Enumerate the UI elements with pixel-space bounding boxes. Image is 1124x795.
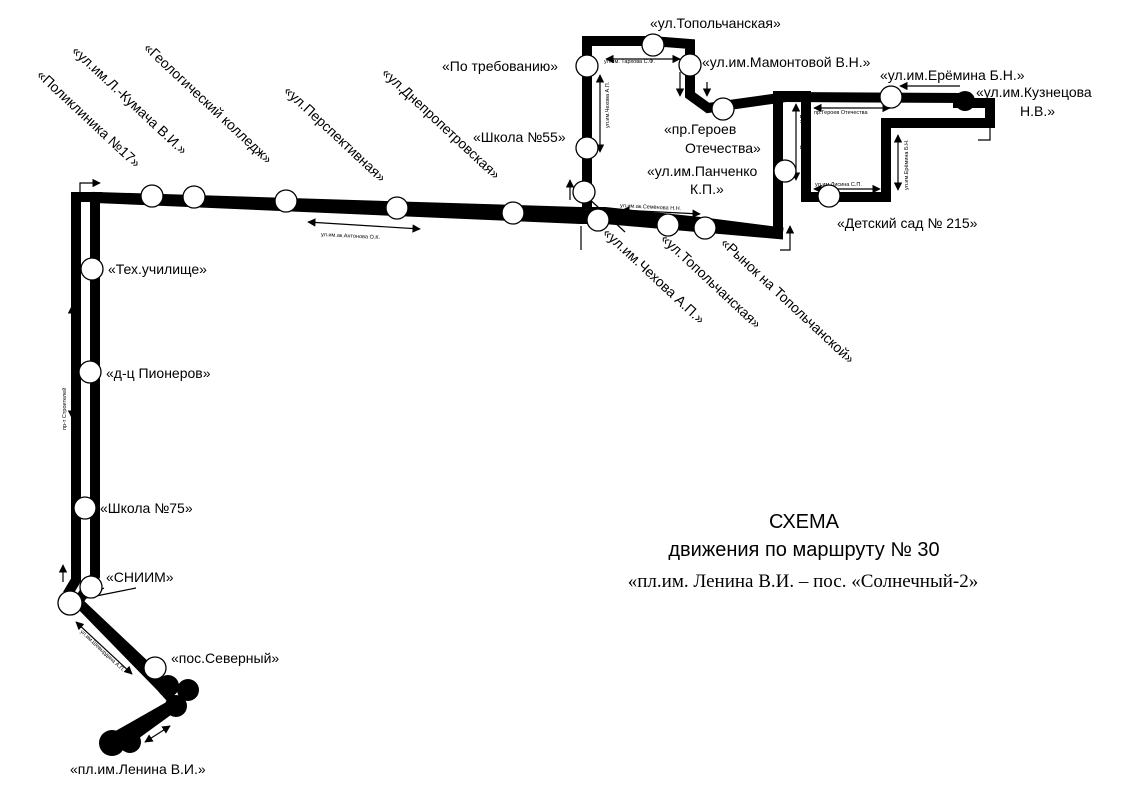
stop-label-geolog: «Геологический колледж» xyxy=(141,39,276,166)
stop-marker xyxy=(274,189,298,213)
stop-labels: «Поликлиника №17» «ул.им.Л.-Кумача В.И.»… xyxy=(34,15,1092,777)
stop-marker xyxy=(678,53,702,77)
street-chehova: ул.им.Чехова А.П. xyxy=(605,81,611,128)
stop-marker xyxy=(79,575,103,599)
stop-label-panch-1: «ул.им.Панченко xyxy=(647,163,758,179)
stop-marker xyxy=(385,196,409,220)
stop-label-topol-top: «ул.Топольчанская» xyxy=(650,15,781,31)
stop-label-severny: «пос.Северный» xyxy=(171,650,279,666)
stop-label-dnepr: «ул.Днепропетровская» xyxy=(379,64,504,182)
terminal-loop xyxy=(99,91,975,756)
stop-marker xyxy=(182,185,206,209)
street-geroev: пр.Героев Отечества xyxy=(814,110,869,116)
stop-marker xyxy=(693,216,717,240)
street-stroitelei: пр-т Строителей xyxy=(61,388,68,430)
terminal-end-dot xyxy=(955,91,975,111)
direction-arrows xyxy=(58,54,995,743)
stop-marker xyxy=(773,159,797,183)
stop-marker xyxy=(73,496,97,520)
stop-label-geroev-2: Отечества» xyxy=(685,140,761,156)
stop-label-shkola55: «Школа №55» xyxy=(473,129,566,145)
stop-label-po-treb: «По требованию» xyxy=(442,58,558,74)
street-panchenko: ул.им.Панченко К.П. xyxy=(800,113,806,165)
stop-label-panch-2: К.П.» xyxy=(690,181,724,197)
stop-label-kuznec-1: «ул.им.Кузнецова xyxy=(976,84,1092,100)
stop-marker xyxy=(143,656,167,680)
stop-marker xyxy=(586,208,610,232)
stop-label-tech: «Тех.училище» xyxy=(108,261,207,277)
stop-label-eremina: «ул.им.Ерёмина Б.Н.» xyxy=(880,67,1025,83)
street-lisina: ул.им.Лисина С.П. xyxy=(815,182,862,188)
stop-marker xyxy=(817,184,841,208)
stop-label-detsad: «Детский сад № 215» xyxy=(837,215,978,231)
stop-label-shkola75: «Школа №75» xyxy=(100,500,193,516)
street-antonova: ул.им.ак.Антонова О.К. xyxy=(321,232,381,241)
stop-marker xyxy=(78,360,102,384)
stop-label-lenina: «пл.им.Ленина В.И.» xyxy=(70,761,206,777)
stop-marker xyxy=(501,201,525,225)
stop-marker xyxy=(641,33,665,57)
title-line-2: движения по маршруту № 30 xyxy=(668,539,939,561)
stop-marker xyxy=(711,97,735,121)
stop-marker xyxy=(57,590,83,616)
stop-marker xyxy=(575,54,599,78)
stop-marker xyxy=(80,257,104,281)
stop-marker xyxy=(140,184,164,208)
stop-marker xyxy=(656,213,680,237)
stop-label-poliklinika: «Поликлиника №17» xyxy=(34,66,144,170)
stop-label-kuznec-2: Н.В.» xyxy=(1020,103,1055,119)
stop-label-geroev-1: «пр.Героев xyxy=(664,121,736,137)
stop-marker xyxy=(879,85,903,109)
stop-label-mamontova: «ул.им.Мамонтовой В.Н.» xyxy=(702,54,871,70)
street-tarhova: ул.им. Тархова С.Ф. xyxy=(604,59,655,65)
stop-marker xyxy=(575,136,599,160)
street-semenova: ул.им.ак.Семёнова Н.Н. xyxy=(620,203,682,212)
street-eremina: ул.им.Ерёмина Б.Н. xyxy=(904,139,910,190)
title-line-1: СХЕМА xyxy=(769,511,840,533)
stop-label-sniim: «СНИИМ» xyxy=(106,569,174,585)
stop-label-pioner: «д-ц Пионеров» xyxy=(106,365,211,381)
stop-label-perspekt: «ул.Перспективная» xyxy=(281,82,390,185)
stop-markers xyxy=(57,33,903,680)
stop-label-topol-bot: «ул.Топольчанская» xyxy=(658,230,765,331)
title-line-3: «пл.им. Ленина В.И. – пос. «Солнечный-2» xyxy=(628,571,978,592)
stop-label-chehova: «ул.им.Чехова А.П.» xyxy=(600,224,709,327)
scheme-title: СХЕМА движения по маршруту № 30 «пл.им. … xyxy=(628,511,978,592)
stop-marker xyxy=(572,180,596,204)
